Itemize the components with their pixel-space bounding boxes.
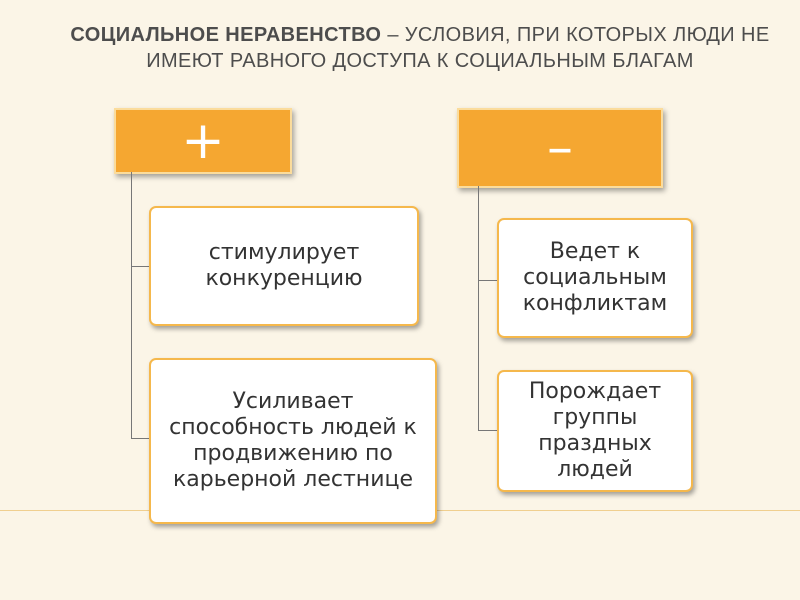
minus-tree-branch-2	[478, 430, 498, 431]
plus-item-2-text: Усиливает способность людей к продвижени…	[169, 389, 417, 492]
minus-tree-vertical	[478, 186, 479, 430]
plus-header: +	[114, 108, 292, 174]
plus-tree-branch-1	[131, 266, 150, 267]
minus-item-2-text: Порождает группы праздных людей	[528, 379, 662, 482]
plus-item-1-text: стимулирует конкуренцию	[205, 240, 363, 291]
plus-tree-vertical	[131, 172, 132, 438]
minus-item-1-text: Ведет к социальным конфликтам	[522, 239, 668, 316]
plus-tree-branch-2	[131, 438, 150, 439]
minus-header: –	[457, 108, 663, 188]
plus-item-2: Усиливает способность людей к продвижени…	[149, 358, 437, 524]
minus-item-1: Ведет к социальным конфликтам	[497, 218, 693, 338]
title-term: Социальное неравенство	[70, 24, 382, 46]
title-definition: – условия, при которых люди не имеют рав…	[146, 24, 770, 72]
slide-title: Социальное неравенство – условия, при ко…	[60, 22, 780, 74]
minus-tree-branch-1	[478, 280, 498, 281]
plus-item-1: стимулирует конкуренцию	[149, 206, 419, 326]
minus-symbol: –	[547, 118, 573, 178]
minus-item-2: Порождает группы праздных людей	[497, 370, 693, 492]
plus-symbol: +	[181, 111, 225, 171]
